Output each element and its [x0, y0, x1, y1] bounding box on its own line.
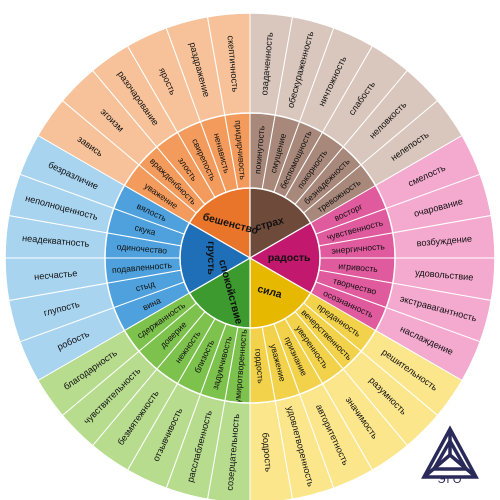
mid-label-grief: стыд	[135, 279, 156, 294]
mid-label-power: гордость	[253, 348, 266, 384]
mid-label-joy: игривость	[338, 261, 379, 274]
logo-text: ЭГО	[437, 474, 463, 486]
outer-label-power: бодрость	[260, 432, 273, 472]
ring-border-0	[179, 187, 321, 329]
mid-label-grief: одиночество	[116, 241, 167, 255]
outer-label-anger: скептичность	[226, 35, 241, 93]
core-label-grief: грусть	[205, 241, 217, 275]
mid-label-joy: энергичность	[331, 241, 386, 256]
ego-logo-icon	[421, 425, 479, 479]
outer-label-grief: несчастье	[34, 268, 78, 282]
ring-border-2	[4, 12, 496, 500]
outer-ring	[4, 12, 496, 500]
ring-border-1	[104, 112, 396, 404]
mid-label-fear: покинутость	[252, 125, 266, 175]
core-label-joy: радость	[268, 252, 311, 264]
outer-label-joy: возбуждение	[416, 234, 472, 249]
